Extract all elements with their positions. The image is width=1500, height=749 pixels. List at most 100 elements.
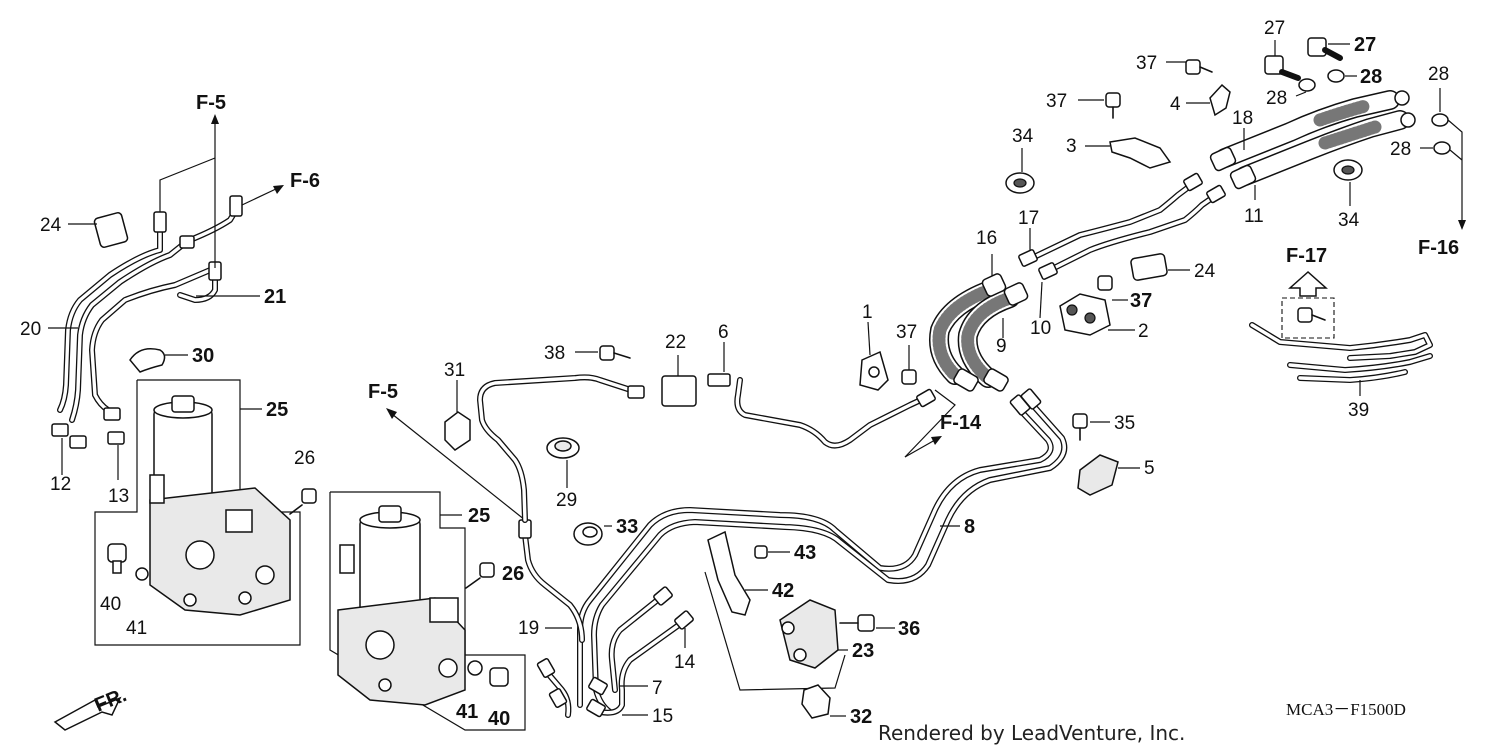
leader-f14-b (904, 439, 936, 458)
leader-f16 (1447, 119, 1463, 222)
hose-11-texture (1318, 120, 1382, 150)
bolt-43 (754, 545, 768, 559)
port-left-b (183, 593, 197, 607)
clamp-24-left (93, 212, 129, 248)
fitting-13-a (103, 407, 121, 421)
junction-block-22 (661, 375, 697, 407)
inset-f17-box (1281, 297, 1335, 339)
fitting-14-top (674, 610, 694, 630)
callout-24a: 24 (40, 215, 62, 236)
washer-28-c (1431, 113, 1449, 127)
ref-f14: F-14 (940, 412, 982, 434)
bolt-27-a (1264, 55, 1284, 75)
leader-28a (1295, 91, 1307, 97)
connector-left (225, 509, 253, 533)
callout-12: 12 (50, 474, 71, 495)
hoses-18-11 (1209, 90, 1416, 190)
callout-9: 9 (996, 336, 1007, 357)
modulator-box-center (329, 491, 526, 731)
callout-3: 3 (1066, 136, 1077, 157)
fitting-6 (707, 373, 731, 387)
pipe-39 (1249, 322, 1433, 383)
bolt-37-d (1097, 275, 1113, 291)
fitting-8-b (1020, 388, 1042, 410)
callout-24b: 24 (1194, 261, 1216, 282)
callout-37d: 37 (1130, 290, 1152, 312)
pipe-8-b-outer (591, 399, 1068, 715)
callout-41a: 41 (126, 618, 147, 639)
modulator-body-left (149, 487, 291, 616)
ref-f5-mid: F-5 (368, 381, 398, 403)
leader-f5-branch (159, 157, 216, 212)
bracket-42 (707, 530, 751, 616)
bolt-40-center (489, 667, 509, 687)
arrow-f17 (1288, 270, 1328, 297)
leader-10 (1039, 281, 1043, 319)
washer-41-center (467, 660, 483, 676)
connector-center (429, 597, 459, 623)
modulator-box-left (94, 379, 317, 646)
fitting-38-end (627, 385, 645, 399)
callout-31: 31 (444, 360, 465, 381)
port-left-c (238, 591, 252, 605)
hose-9-fitting (1003, 282, 1029, 306)
pipe-19-b-inner (543, 668, 571, 717)
bolt-26-center (479, 562, 495, 578)
pipe-8-b-inner (592, 400, 1066, 714)
callout-27b: 27 (1354, 34, 1376, 56)
pipe-21-b-inner (178, 266, 217, 302)
fitting-19-b (548, 688, 568, 708)
fitting-10 (1038, 262, 1058, 280)
callout-22: 22 (665, 332, 686, 353)
clamp-2-hole-a (1066, 304, 1078, 316)
hose-16-end (953, 368, 979, 392)
callout-30: 30 (192, 345, 214, 367)
bolt-27-b-shank (1322, 47, 1343, 61)
ref-f17: F-17 (1286, 245, 1327, 267)
callout-8: 8 (964, 516, 975, 538)
pipe-38-inner (478, 375, 642, 522)
ref-f5-top: F-5 (196, 92, 226, 114)
callout-38: 38 (544, 343, 565, 364)
leader-f5-mid (391, 413, 526, 521)
callout-18: 18 (1232, 108, 1253, 129)
pipe-21-a-inner (90, 266, 217, 412)
bolt-37-b (1105, 92, 1121, 108)
callout-25b: 25 (468, 505, 490, 527)
fitting-10-end (1206, 184, 1226, 204)
fitting-top-2 (229, 195, 243, 217)
bracket-23-hole-a (781, 621, 795, 635)
clamp-5 (1077, 454, 1119, 496)
callout-26b: 26 (502, 563, 524, 585)
motor-cap-center (378, 505, 402, 523)
callout-5: 5 (1144, 458, 1155, 479)
callout-15: 15 (652, 706, 673, 727)
fitting-7-bot (588, 676, 608, 696)
piston-center (365, 630, 395, 660)
port-center-b (378, 678, 392, 692)
bolt-37-a-shank (1199, 66, 1213, 73)
pipe-15-inner (598, 620, 685, 715)
callout-labels: 1 2 3 4 5 6 7 8 9 10 11 12 13 14 15 16 1… (20, 18, 1449, 730)
ref-f16: F-16 (1418, 237, 1459, 259)
callout-11: 11 (1244, 206, 1264, 227)
arrow-f5-top (211, 114, 219, 124)
arrow-f14 (931, 436, 942, 445)
callout-28a: 28 (1266, 88, 1287, 109)
leader-f16-b (1449, 149, 1463, 161)
hose-11-fitting (1229, 164, 1257, 190)
callout-26a: 26 (294, 448, 315, 469)
leader-1 (867, 321, 871, 356)
clip-30 (129, 348, 166, 373)
ref-f6: F-6 (290, 170, 320, 192)
leader-f14 (904, 389, 956, 458)
bolt-38-shank (613, 352, 631, 359)
bracket-23-hole-b (793, 648, 807, 662)
pipe-39-c-inner (1298, 370, 1407, 382)
bolt-f17 (1297, 307, 1313, 323)
callout-28c: 28 (1428, 64, 1449, 85)
callout-42: 42 (772, 580, 794, 602)
fitting-17-end (1183, 172, 1203, 192)
bolt-37-a (1185, 59, 1201, 75)
